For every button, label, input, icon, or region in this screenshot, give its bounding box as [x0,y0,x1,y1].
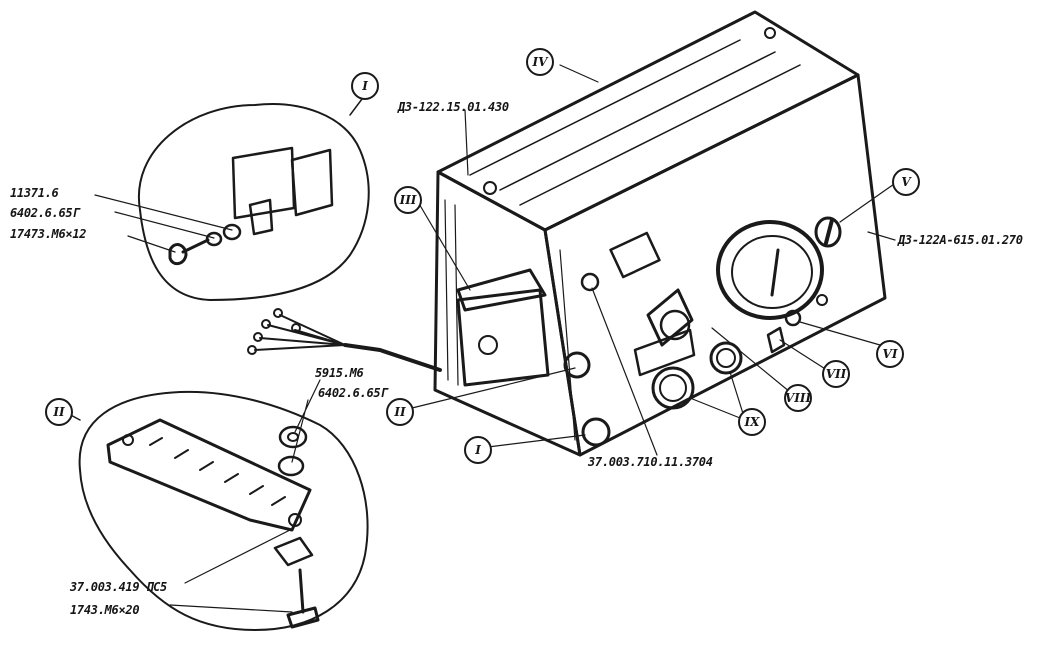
label-5915-m6: 5915.М6 [315,366,364,380]
callout-VI: VI [876,340,904,368]
label-37-003-710-11-3704: 37.003.710.11.3704 [588,455,713,469]
callout-I-body: I [464,436,492,464]
label-d3-122-15-01-430: ДЗ-122.15.01.430 [398,100,509,114]
callout-II-body: II [386,398,414,426]
label-37-003-419-ps5: 37.003.419 ПС5 [70,580,167,594]
callout-III: III [394,186,422,214]
label-1743-m6x20: 1743.М6×20 [70,603,140,617]
instrument-housing [247,10,887,457]
callout-VIII: VIII [784,384,812,412]
callout-I-top: I [351,72,379,100]
label-6402-6-65g-bottom: 6402.6.65Г [318,386,388,400]
callout-IV: IV [526,48,554,76]
label-6402-6-65g-top: 6402.6.65Г [10,206,80,220]
label-11371-6: 11371.6 [10,186,59,200]
callout-II-left: II [45,398,73,426]
callout-V: V [892,168,920,196]
detail-bubble-II [64,379,369,631]
label-d3-122a-615-01-270: ДЗ-122А-615.01.270 [898,233,1023,247]
label-17473-m6x12: 17473.М6×12 [10,227,87,241]
detail-bubble-I [94,94,370,301]
callout-VII: VII [822,360,850,388]
callout-IX: IX [738,408,766,436]
